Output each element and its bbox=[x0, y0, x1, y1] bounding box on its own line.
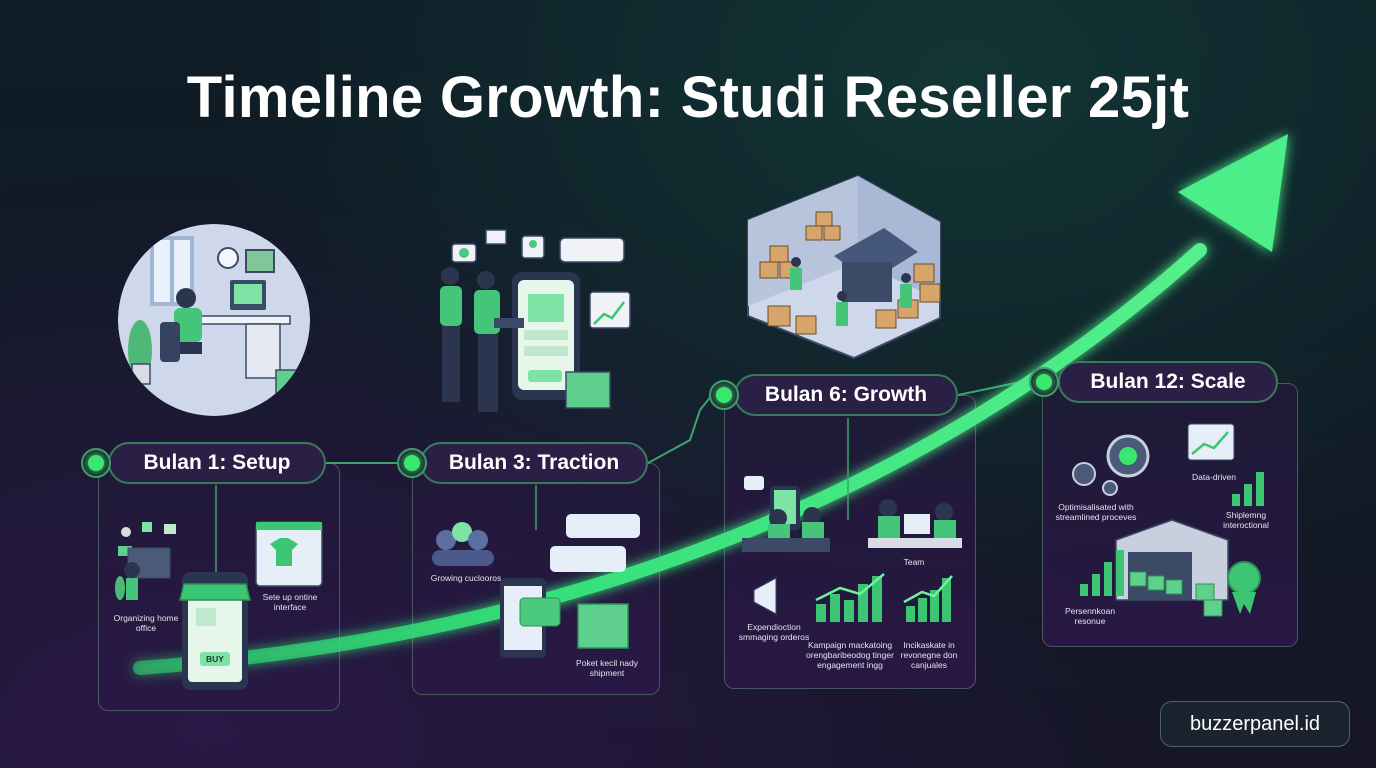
caption-revenue-increase: Incikaskate in revonegne don canjuales bbox=[900, 640, 958, 670]
team-phone-illustration bbox=[440, 229, 631, 412]
stage-pill-growth: Bulan 6: Growth bbox=[734, 374, 958, 416]
stage-pill-setup: Bulan 1: Setup bbox=[108, 442, 326, 484]
timeline-node-4 bbox=[1029, 367, 1059, 397]
scale-card-icons bbox=[1072, 423, 1264, 617]
caption-team: Team bbox=[903, 557, 925, 567]
caption-managing-orders: Expendioction smmaging orderos bbox=[738, 622, 810, 642]
caption-optimised-process: Optimisalisated with streamlined proceve… bbox=[1055, 502, 1137, 522]
caption-home-office: Organizing home office bbox=[113, 613, 179, 633]
timeline-node-2 bbox=[397, 448, 427, 478]
stage-card-scale bbox=[1042, 383, 1298, 647]
caption-growing-customers: Growing cuclooros bbox=[430, 573, 502, 583]
warehouse-illustration bbox=[747, 174, 941, 360]
caption-online-interface: Sete up ontine interface bbox=[262, 592, 318, 612]
traction-card-icons bbox=[432, 485, 640, 658]
timeline-node-3 bbox=[709, 380, 739, 410]
buy-label-setup: BUY bbox=[206, 654, 224, 664]
growth-card-icons bbox=[742, 418, 962, 622]
caption-revenue: Persennkoan resonue bbox=[1064, 606, 1116, 626]
growth-arrow bbox=[133, 134, 1288, 675]
caption-international-shipping: Shiplemng interoctional bbox=[1223, 510, 1269, 530]
timeline-node-1 bbox=[81, 448, 111, 478]
caption-data-driven: Data-driven bbox=[1192, 472, 1236, 482]
home-office-illustration bbox=[118, 224, 310, 416]
page-title: Timeline Growth: Studi Reseller 25jt bbox=[186, 65, 1190, 130]
stage-pill-scale: Bulan 12: Scale bbox=[1058, 361, 1278, 403]
setup-card-icons bbox=[115, 485, 323, 690]
brand-badge: buzzerpanel.id bbox=[1160, 701, 1350, 747]
caption-marketing-campaign: Kampaign mackatoing orengbaribeodog ting… bbox=[806, 640, 894, 670]
caption-shipment: Poket kecil nady shipment bbox=[576, 658, 638, 678]
stage-pill-traction: Bulan 3: Traction bbox=[420, 442, 648, 484]
